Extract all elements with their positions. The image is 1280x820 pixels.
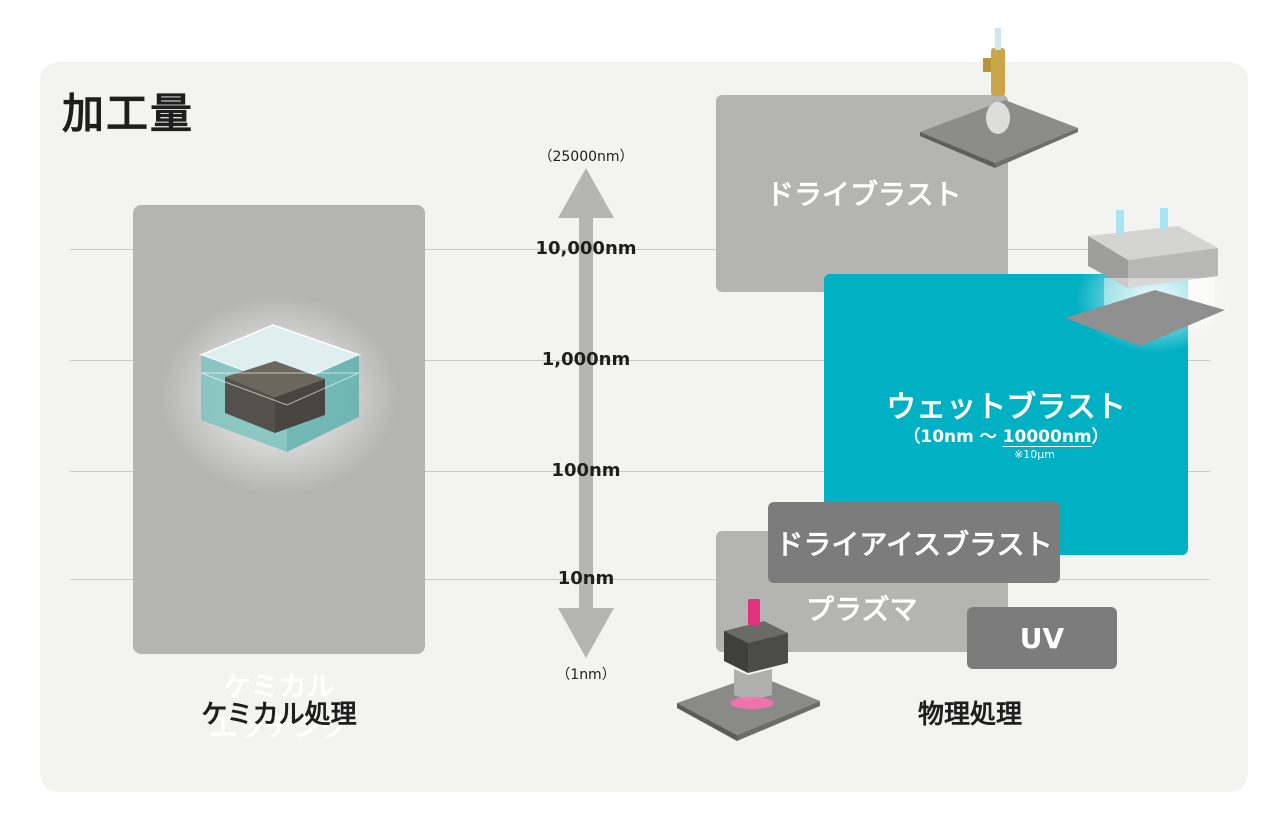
wet-blast-range: （10nm ～ 10000nm） — [824, 422, 1188, 447]
tick-label-10nm: 10nm — [557, 568, 615, 589]
gridline-100nm — [70, 471, 1210, 472]
wet-blast-range-close: ） — [1091, 427, 1109, 447]
chemical-etching-label-line2: エッチング — [208, 710, 349, 743]
tick-label-1000nm: 1,000nm — [541, 349, 631, 370]
diagram-title: 加工量 — [62, 89, 195, 138]
dry-blast-label: ドライブラスト — [766, 178, 962, 211]
gridline-10000nm — [70, 249, 1210, 250]
scale-arrow — [558, 168, 614, 658]
gridline-10nm — [70, 579, 1210, 580]
axis-bottom-limit: （1nm） — [556, 667, 616, 683]
chemical-etching-label-line1: ケミカル — [223, 670, 335, 703]
dry-blast-box: ドライブラスト — [716, 95, 1008, 292]
tick-label-10000nm: 10,000nm — [535, 238, 637, 259]
etching-tank-illustration — [159, 295, 399, 495]
axis-top-limit: （25000nm） — [538, 149, 634, 165]
uv-box: UV — [967, 607, 1117, 669]
wet-blast-note: ※10μm — [1014, 448, 1055, 461]
chemical-etching-box: ケミカル エッチング — [133, 205, 425, 743]
dry-blast-nozzle-illustration — [920, 28, 1078, 168]
wet-blast-range-value: 10000nm — [1002, 427, 1092, 447]
physical-category-label: 物理処理 — [917, 700, 1022, 730]
wet-blast-machine-illustration — [1065, 208, 1235, 353]
gridline-1000nm — [70, 360, 1210, 361]
wet-blast-range-open: （10nm ～ — [903, 427, 1003, 447]
plasma-head-illustration — [677, 599, 820, 741]
wet-blast-label: ウェットブラスト — [886, 390, 1126, 425]
tick-label-100nm: 100nm — [551, 460, 621, 481]
plasma-label: プラズマ — [806, 593, 918, 626]
dry-ice-blast-box: ドライアイスブラスト — [768, 502, 1060, 583]
chemical-category-label: ケミカル処理 — [201, 700, 357, 730]
